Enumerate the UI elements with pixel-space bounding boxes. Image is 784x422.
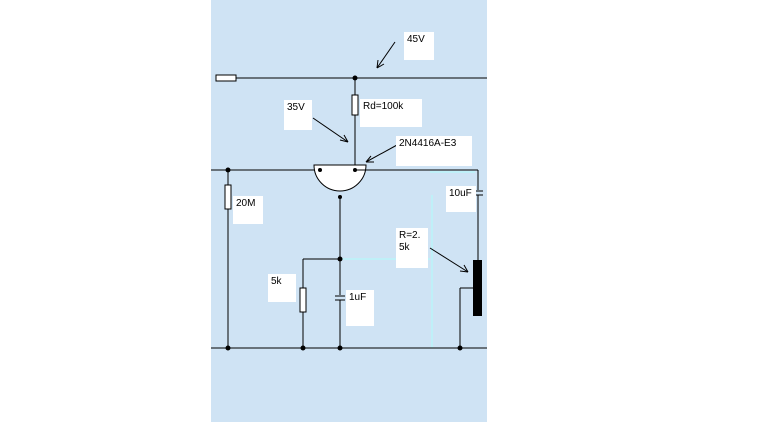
gate-resistor xyxy=(224,184,232,210)
source-resistor xyxy=(299,287,307,313)
annotation-arrows xyxy=(312,41,469,273)
pot-label-line2: 5k xyxy=(399,242,410,253)
source-capacitor xyxy=(335,295,345,301)
drain-voltage-label: 35V xyxy=(284,100,312,130)
pot-label: R=2. 5k xyxy=(396,228,428,268)
transistor-label: 2N4416A-E3 xyxy=(396,136,472,166)
output-cap-label: 10uF xyxy=(446,186,476,212)
source-cap-label: 1uF xyxy=(346,290,374,326)
drain-resistor xyxy=(351,94,359,116)
rail-input-resistor xyxy=(215,74,237,82)
gate-resistor-label: 20M xyxy=(233,196,263,224)
potentiometer xyxy=(473,260,482,316)
source-resistor-label: 5k xyxy=(268,274,296,302)
transistor-symbol xyxy=(313,164,367,192)
pot-label-line1: R=2. xyxy=(399,230,421,241)
supply-voltage-label: 45V xyxy=(404,32,434,60)
drain-resistor-label: Rd=100k xyxy=(360,99,422,127)
